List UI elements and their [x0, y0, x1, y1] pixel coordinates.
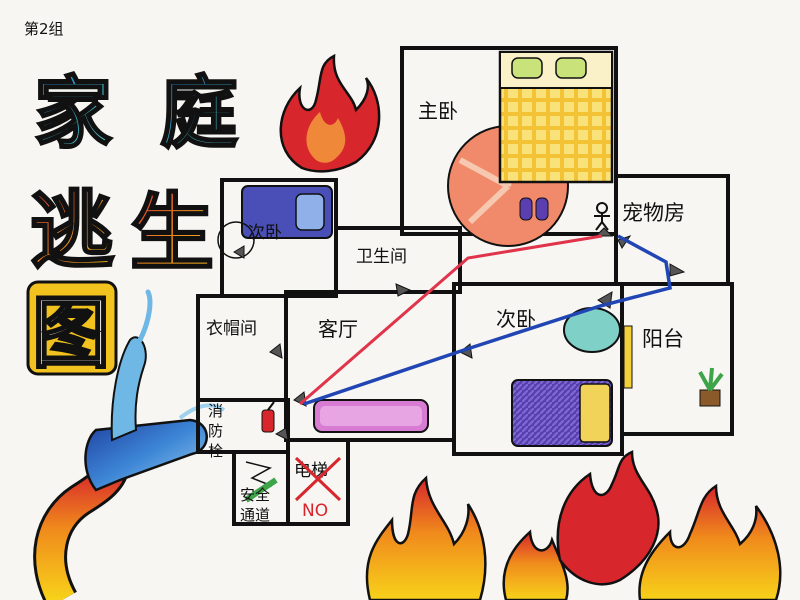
plant-icon [698, 367, 724, 407]
title-char: 家 [34, 69, 112, 159]
room-label-pet-room: 宠物房 [622, 201, 685, 225]
room-label-master-bedroom: 主卧 [418, 99, 458, 123]
title-char: 逃 [30, 182, 114, 280]
second-bedroom-furniture [511, 307, 621, 447]
exit-arrow-icon [244, 477, 278, 503]
title-line-3: 图 [26, 280, 118, 380]
floor-plan [196, 46, 734, 526]
balcony-window [623, 325, 633, 389]
hydrant-label-2: 防 [208, 422, 223, 440]
hydrant-label-1: 消 [208, 402, 223, 420]
fire-icon [279, 53, 381, 173]
stairs-icon [245, 461, 273, 487]
room-label-living-room: 客厅 [318, 317, 358, 341]
master-bedroom-furniture [447, 50, 614, 247]
flames-bottom [365, 450, 782, 600]
sofa-icon [313, 399, 429, 433]
room-label-second-bedroom: 次卧 [496, 307, 536, 331]
title-char: 庭 [160, 69, 238, 159]
prohibited-icon [294, 456, 342, 502]
hydrant-label-3: 栓 [208, 442, 223, 460]
group-label: 第2组 [24, 20, 64, 38]
fire-extinguisher-icon [261, 401, 275, 433]
escape-route-blue [303, 234, 672, 406]
escape-route-red [299, 234, 603, 406]
exit-label-2: 通道 [240, 506, 270, 524]
cloakroom-room [196, 294, 288, 402]
room-label-bathroom: 卫生间 [356, 247, 407, 267]
title-char: 图 [32, 289, 110, 379]
elevator-no-label: NO [302, 501, 328, 521]
room-label-small-bedroom: 次卧 [248, 223, 282, 243]
title-line-2: 逃 生 [29, 181, 216, 284]
small-bedroom-furniture [217, 185, 333, 259]
elevator-area [286, 438, 350, 526]
balcony-room [620, 282, 734, 436]
person-icon [594, 202, 610, 231]
title-line-1: 家 庭 [33, 68, 240, 161]
exit-label-1: 安全 [240, 486, 270, 504]
room-label-cloakroom: 衣帽间 [206, 319, 257, 339]
title-char: 生 [130, 184, 214, 282]
room-label-balcony: 阳台 [642, 327, 684, 351]
